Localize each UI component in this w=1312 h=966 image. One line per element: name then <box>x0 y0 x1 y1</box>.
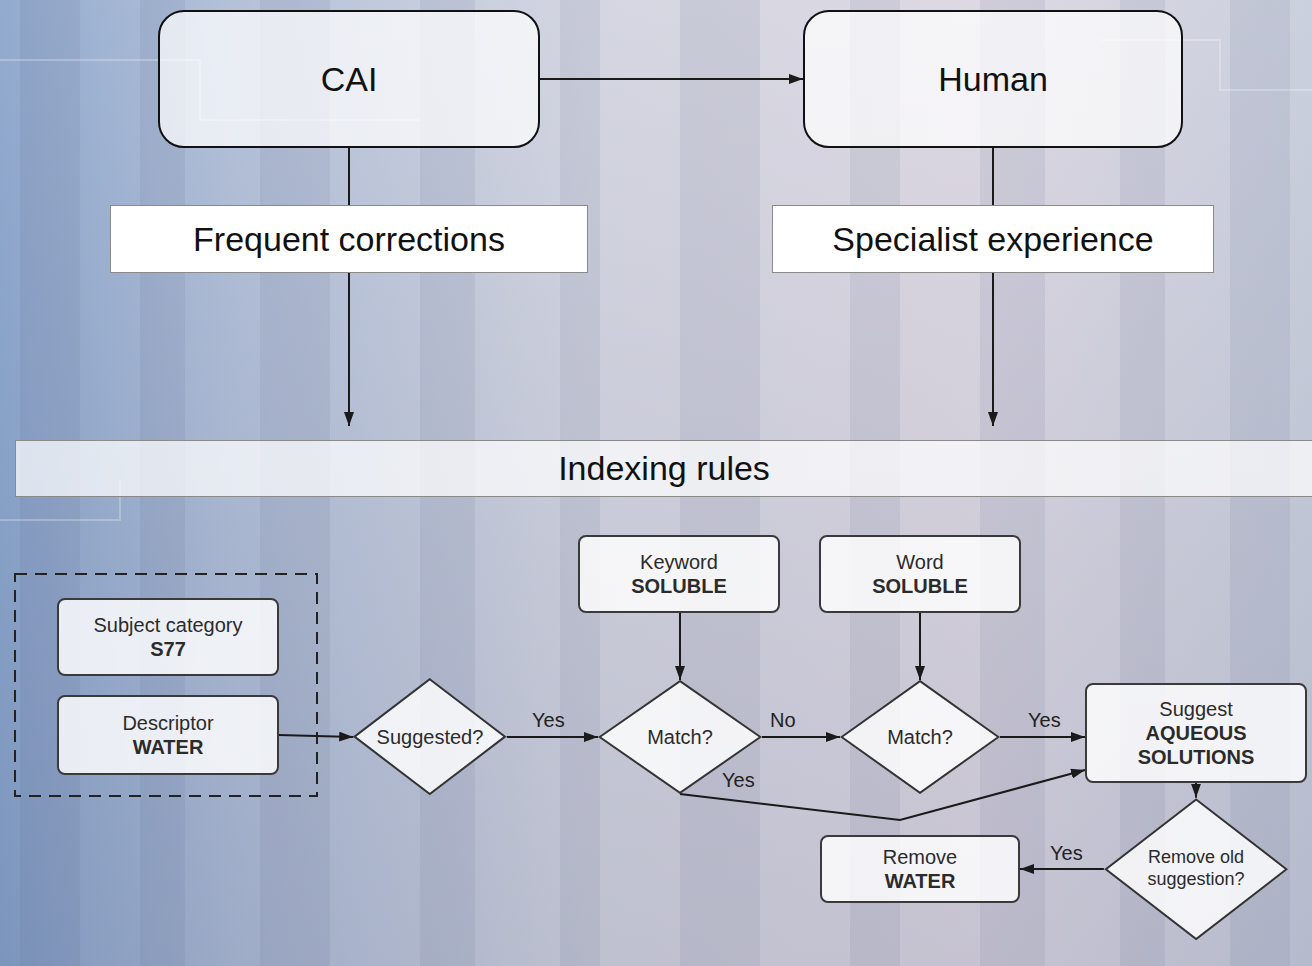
diamond-shape <box>600 681 761 793</box>
node-title: Frequent corrections <box>193 219 505 260</box>
edge-label: Yes <box>532 708 565 732</box>
input-box: DescriptorWATER <box>57 695 279 775</box>
text-group: KeywordSOLUBLE <box>631 550 727 598</box>
text-group: Frequent corrections <box>193 219 505 260</box>
text-group: CAI <box>321 59 378 100</box>
connector-arrow <box>279 735 353 737</box>
text-group: RemoveWATER <box>883 845 957 893</box>
connector-arrow <box>1020 868 1104 870</box>
node-title: Subject category <box>94 613 243 637</box>
node-value: S77 <box>94 637 243 661</box>
source-box: Human <box>803 10 1183 148</box>
node-value: SOLUBLE <box>872 574 968 598</box>
node-title: Keyword <box>631 550 727 574</box>
diamond-shape <box>355 680 505 795</box>
edge-label: No <box>770 708 796 732</box>
diamond-shape <box>1106 799 1287 939</box>
connector-arrow <box>762 736 840 738</box>
node-title: Human <box>938 59 1048 100</box>
flow-label: Frequent corrections <box>110 205 588 273</box>
node-value: SOLUBLE <box>631 574 727 598</box>
connector-arrow <box>348 273 350 426</box>
node-title: Word <box>872 550 968 574</box>
text-group: SuggestAQUEOUS SOLUTIONS <box>1121 697 1271 769</box>
edge-label: Yes <box>1050 841 1083 865</box>
connector-arrow <box>348 148 350 205</box>
source-box: CAI <box>158 10 540 148</box>
node-title: Suggest <box>1121 697 1271 721</box>
node-value: WATER <box>122 735 213 759</box>
decision-diamond: Remove old suggestion? <box>1104 798 1288 941</box>
text-group: DescriptorWATER <box>122 711 213 759</box>
text-group: Suggested? <box>377 725 484 749</box>
connector-arrow <box>1195 783 1197 798</box>
flow-label: Specialist experience <box>772 205 1214 273</box>
text-group: Match? <box>887 725 953 749</box>
node-title: Suggested? <box>377 725 484 749</box>
node-value: WATER <box>883 869 957 893</box>
node-title: Match? <box>887 725 953 749</box>
decision-diamond: Match? <box>840 680 1000 794</box>
node-title: Remove old suggestion? <box>1141 847 1251 890</box>
text-group: Remove old suggestion? <box>1141 847 1251 890</box>
connector-arrow <box>992 148 994 205</box>
edge-label: Yes <box>722 768 755 792</box>
input-box: WordSOLUBLE <box>819 535 1021 613</box>
text-group: Human <box>938 59 1048 100</box>
input-box: KeywordSOLUBLE <box>578 535 780 613</box>
edge-label: Yes <box>1028 708 1061 732</box>
text-group: Match? <box>647 725 713 749</box>
text-group: WordSOLUBLE <box>872 550 968 598</box>
action-box: SuggestAQUEOUS SOLUTIONS <box>1085 683 1307 783</box>
connector-arrow <box>540 78 803 80</box>
node-title: CAI <box>321 59 378 100</box>
connector-arrow <box>679 613 681 680</box>
node-title: Specialist experience <box>832 219 1153 260</box>
group-outline <box>15 574 317 796</box>
connector-arrow <box>1000 736 1085 738</box>
text-group: Specialist experience <box>832 219 1153 260</box>
node-title: Match? <box>647 725 713 749</box>
text-group: Subject categoryS77 <box>94 613 243 661</box>
diamond-shape <box>842 681 999 793</box>
node-value: AQUEOUS SOLUTIONS <box>1121 721 1271 769</box>
node-title: Descriptor <box>122 711 213 735</box>
input-box: Subject categoryS77 <box>57 598 279 676</box>
text-group: Indexing rules <box>558 448 770 489</box>
node-title: Indexing rules <box>558 448 770 489</box>
connector-arrow <box>992 273 994 426</box>
action-box: RemoveWATER <box>820 835 1020 903</box>
node-title: Remove <box>883 845 957 869</box>
target-band: Indexing rules <box>15 440 1312 497</box>
connector-arrow <box>507 736 598 738</box>
connector-arrow <box>919 613 921 680</box>
decision-diamond: Suggested? <box>353 678 507 795</box>
